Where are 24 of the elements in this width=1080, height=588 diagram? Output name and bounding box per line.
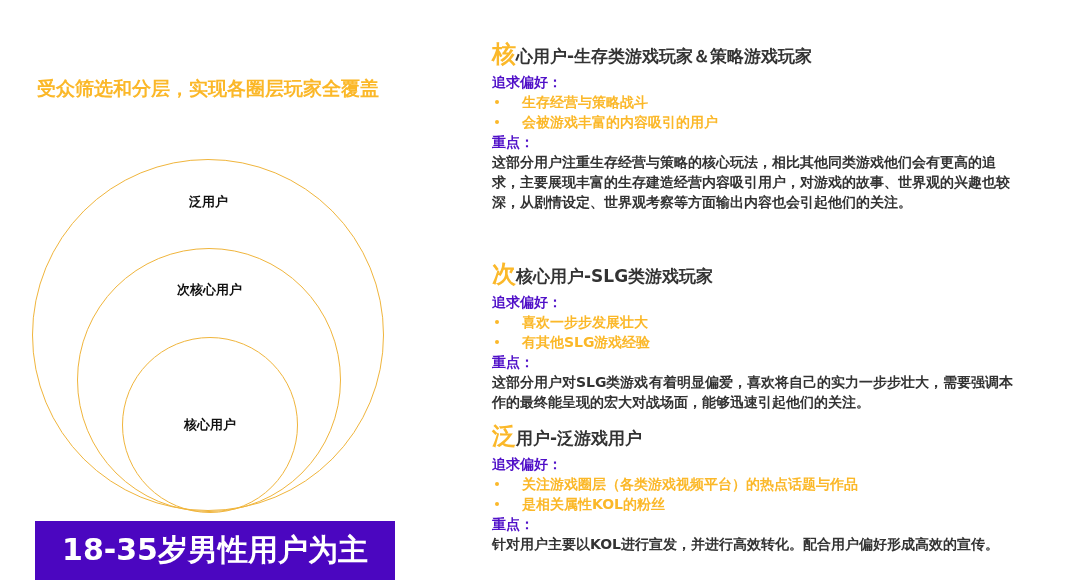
paragraph: 针对用户主要以KOL进行宣发，并进行高效转化。配合用户偏好形成高效的宣传。	[492, 535, 1001, 554]
section-heading: 核心用户-生存类游戏玩家＆策略游戏玩家	[492, 39, 814, 70]
bullet-text: 生存经营与策略战斗	[522, 94, 648, 110]
banner-text: 18-35岁男性用户为主	[62, 531, 368, 569]
heading: 受众筛选和分层，实现各圈层玩家全覆盖	[37, 76, 379, 101]
bullet-text: 喜欢一步步发展壮大	[522, 314, 648, 330]
subheading: 追求偏好：	[492, 73, 563, 92]
bullet-text: 是相关属性KOL的粉丝	[522, 496, 666, 512]
bullet-text: 关注游戏圈层（各类游戏视频平台）的热点话题与作品	[522, 476, 858, 492]
circle-label: 次核心用户	[176, 281, 242, 299]
section-heading: 泛用户-泛游戏用户	[492, 421, 644, 452]
bullet-text: 会被游戏丰富的内容吸引的用户	[522, 114, 718, 130]
banner	[35, 521, 395, 580]
paragraph: 这部分用户注重生存经营与策略的核心玩法，相比其他同类游戏他们会有更高的追求，主要展现丰富的生存建造经营内容吸引用户，对游戏的故事、世界观的兴趣也较深，从剧情设定、世界观考察等方面输出内容也会引起他们的关注。	[492, 153, 1011, 212]
circle-label: 泛用户	[188, 193, 228, 211]
paragraph: 这部分用户对SLG类游戏有着明显偏爱，喜欢将自己的实力一步步壮大，需要强调本作的最终能呈现的宏大对战场面，能够迅速引起他们的关注。	[492, 373, 1014, 412]
section-heading: 次核心用户-SLG类游戏玩家	[492, 259, 715, 290]
subheading: 追求偏好：	[492, 293, 563, 312]
subheading: 重点：	[492, 515, 535, 534]
subheading: 追求偏好：	[492, 455, 563, 474]
subheading: 重点：	[492, 133, 535, 152]
bullet-text: 有其他SLG游戏经验	[522, 334, 651, 350]
circle-label: 核心用户	[184, 416, 236, 434]
subheading: 重点：	[492, 353, 535, 372]
